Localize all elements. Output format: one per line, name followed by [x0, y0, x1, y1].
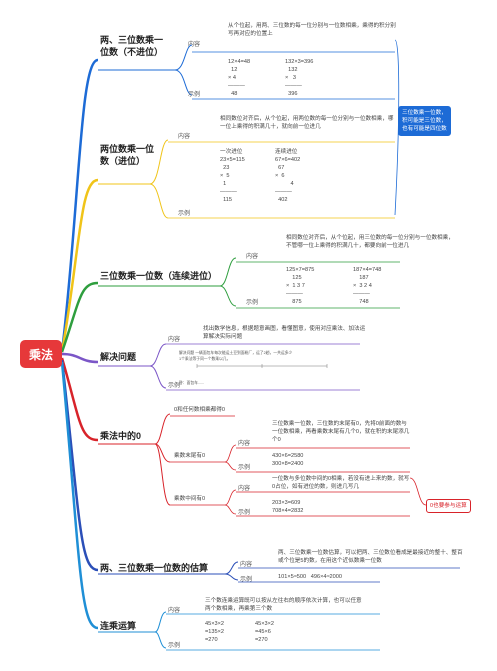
example-b-2: 连续进位 67×6=402 67 × 6 4 ——— 402: [275, 149, 301, 203]
sub1-example: 430×6=2580 300×8=2400: [272, 453, 304, 467]
content-text-2: 相同数位对齐后，从个位起，用两位数的每一位分别与一位数相乘，哪一位上乘得的积满几…: [220, 116, 394, 130]
sub2-content-label: 内容: [238, 486, 251, 492]
branch-title-2: 两位数乘一位数（进位）: [100, 144, 155, 166]
sub2-example-label: 示例: [238, 510, 251, 516]
example-b-3: 187×4=748 187 × 3 2 4 ——— 748: [353, 267, 382, 305]
branch-title-1: 两、三位数乘一位数（不进位）: [100, 35, 164, 57]
image-line-2: 1个乘法等于同一个数乘以几，: [179, 356, 230, 361]
example-label-3: 示例: [246, 300, 259, 306]
content-text-1: 从个位起，用两、三位数的每一位分别与一位数相乘，乘得的积分别写再对应的位置上: [228, 23, 396, 37]
example-a-7: 45×3×2 =135×2 =270: [205, 621, 224, 643]
sub1-title: 乘数末尾有0: [174, 453, 206, 459]
example-label-2: 示例: [178, 211, 191, 217]
content-text-3: 相同数位对齐后，从个位起，用三位数的每一位分别与一位数相乘，不管哪一位上乘得的积…: [286, 235, 454, 249]
example-a-3: 125×7=875 125 × 1 3 7 ——— 875: [286, 267, 315, 305]
branch-title-5: 乘法中的0: [100, 431, 142, 441]
image-line-4: 答：面包车......: [179, 380, 204, 385]
content-label-6: 内容: [240, 562, 253, 568]
branch-title-4: 解决问题: [100, 352, 137, 362]
example-label-1: 示例: [188, 92, 201, 98]
word-problem-image: 解决问题 一辆面包车每次能运土豆到面粉厂，运了2趟，一共运多少 1个乘法等于同一…: [179, 350, 328, 385]
example-b-1: 132×3=396 132 × 3 ——— 396: [285, 59, 314, 97]
content-label-1: 内容: [188, 42, 201, 48]
note-5: 0也要参与运算: [426, 499, 471, 513]
sub2-example: 203×3=609 708×4=2832: [272, 500, 304, 514]
content-label-3: 内容: [246, 254, 259, 260]
content-text-6: 两、三位数乘一位数估算，可以把两、三位数位看成是最接近的整十、整百或个位是5的数…: [278, 550, 463, 564]
example-a-1: 12×4=48 12 × 4 ——— 48: [228, 59, 251, 97]
example-a-2: 一次进位 23×5=115 23 × 5 1 ——— 115: [220, 149, 245, 203]
example-label-4: 示例: [168, 383, 181, 389]
content-label-4: 内容: [168, 337, 181, 343]
branch-title-3: 三位数乘一位数（连续进位）: [100, 271, 218, 281]
content-label-7: 内容: [168, 608, 181, 614]
example-b-7: 45×3×2 =45×6 =270: [255, 621, 274, 643]
root-node: 乘法: [20, 340, 62, 368]
note-1: 三位数乘一位数， 积可能是三位数， 也有可能是四位数: [398, 106, 451, 136]
sub2-title: 乘数中间有0: [174, 496, 206, 502]
branch-title-7: 连乘运算: [100, 621, 137, 631]
sub2-content: 一位数与多位数中间的0相乘，若没有进上来的数，就写0占位，如有进位的数，则进几写…: [272, 476, 410, 490]
sub1-content-label: 内容: [238, 441, 251, 447]
image-line-1: 解决问题 一辆面包车每次能运土豆到面粉厂，运了2趟，一共运多少: [179, 350, 292, 355]
example-label-7: 示例: [168, 643, 181, 649]
branch-title-6: 两、三位数乘一位数的估算: [100, 563, 209, 573]
zero-rule: 0和任何数相乘都得0: [174, 407, 225, 413]
example-image-4: 解决问题 一辆面包车每次能运土豆到面粉厂，运了2趟，一共运多少 1个乘法等于同一…: [177, 346, 352, 386]
example-label-6: 示例: [240, 577, 253, 583]
example-a-6: 101×5≈500 496×4≈2000: [278, 574, 343, 580]
content-label-2: 内容: [178, 134, 191, 140]
sub1-content: 三位数乘一位数，三位数的末尾有0，先将0前面的数与一位数相乘，再看乘数末尾有几个…: [272, 421, 410, 443]
content-text-7: 三个数连乘运算既可以按从左往右的顺序依次计算，也可以任意两个数相乘，再乘第三个数: [205, 598, 362, 612]
content-text-4: 找出数学信息，根据题意画图，看懂图意，使用对应乘法、加法运算解决实际问题: [203, 326, 366, 340]
sub1-example-label: 示例: [238, 465, 251, 471]
